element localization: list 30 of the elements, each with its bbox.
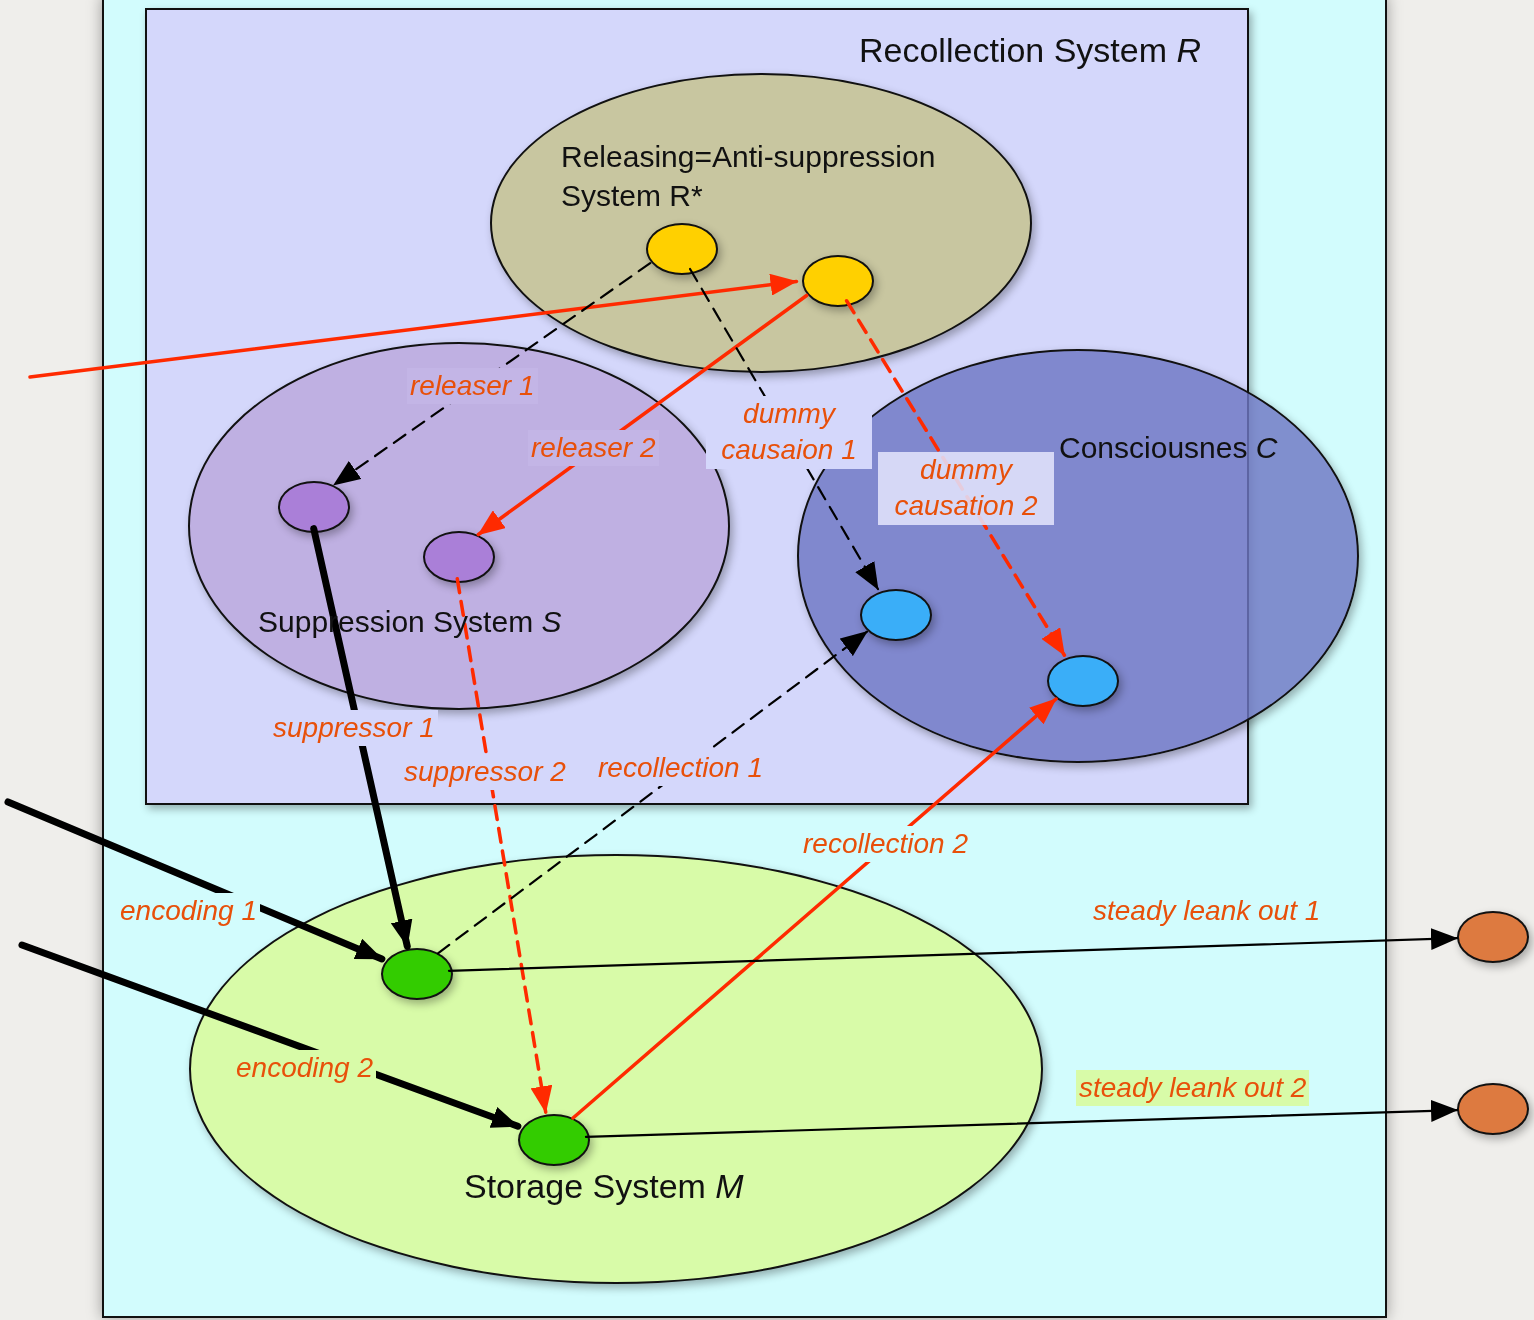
node-ellipse bbox=[1047, 655, 1119, 707]
node-ellipse bbox=[381, 948, 453, 1000]
node-ellipse bbox=[1457, 1083, 1529, 1135]
arrow bbox=[18, 941, 522, 1130]
edge-label: dummy causation 2 bbox=[878, 452, 1054, 525]
edge-label: dummy causaion 1 bbox=[706, 396, 872, 469]
node-ellipse bbox=[860, 589, 932, 641]
arrow bbox=[28, 273, 799, 379]
arrow bbox=[584, 1099, 1459, 1138]
arrow bbox=[436, 630, 869, 955]
node-ellipse bbox=[278, 481, 350, 533]
outer-box bbox=[102, 0, 1387, 1318]
edge-label: releaser 1 bbox=[407, 368, 538, 405]
arrow bbox=[455, 577, 553, 1114]
node-ellipse bbox=[423, 531, 495, 583]
node-ellipse bbox=[1457, 911, 1529, 963]
arrow bbox=[571, 697, 1058, 1120]
arrow bbox=[4, 798, 386, 963]
node-ellipse bbox=[646, 223, 718, 275]
arrow bbox=[310, 525, 413, 950]
arrow bbox=[447, 928, 1459, 972]
system-label: Recollection System R bbox=[859, 30, 1203, 71]
system-label: Releasing=Anti-suppression System R* bbox=[561, 139, 937, 214]
system-label: Consciousnes C bbox=[1059, 430, 1279, 466]
node-ellipse bbox=[518, 1114, 590, 1166]
node-ellipse bbox=[802, 255, 874, 307]
system-label: Storage System M bbox=[464, 1166, 745, 1207]
edge-label: releaser 2 bbox=[528, 430, 659, 467]
edge-label: steady leank out 2 bbox=[1076, 1070, 1310, 1107]
edge-label: recollection 2 bbox=[800, 826, 971, 863]
